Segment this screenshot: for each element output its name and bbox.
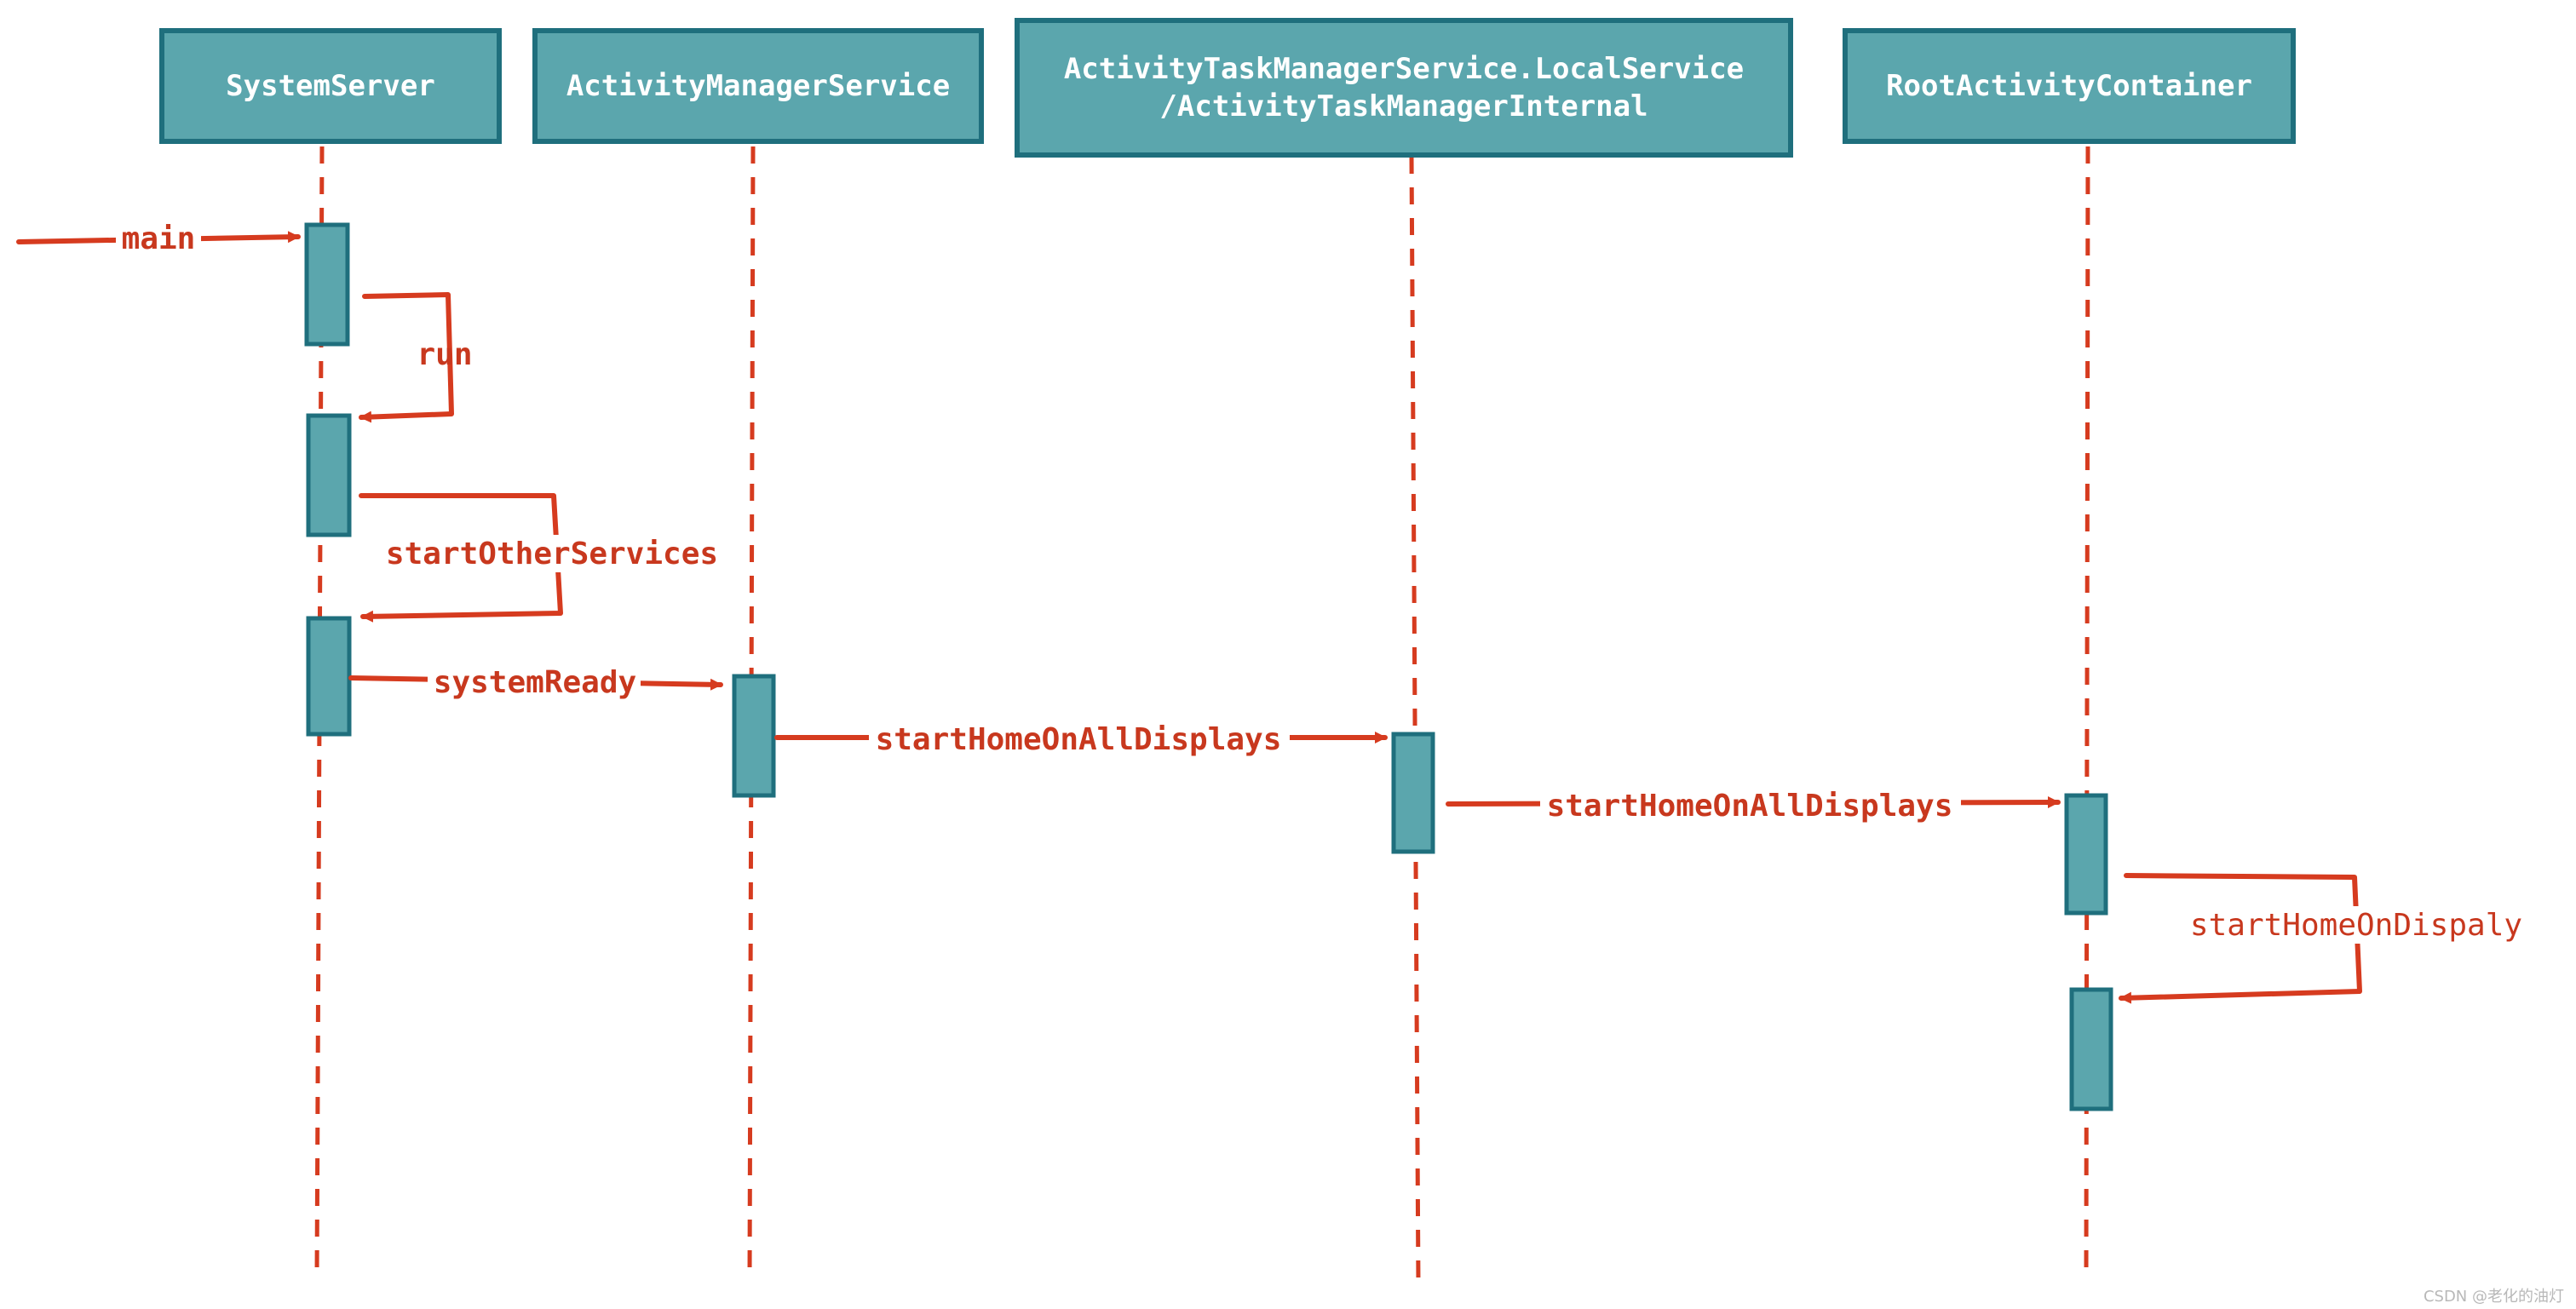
label-start-home-atms: startHomeOnAllDisplays: [1547, 789, 1953, 824]
activation-systemserver-2: [306, 413, 352, 537]
activations: [304, 222, 2113, 1111]
activation-ams: [732, 674, 776, 798]
participant-label: RootActivityContainer: [1886, 69, 2252, 103]
label-system-ready: systemReady: [434, 665, 636, 700]
participant-rac: RootActivityContainer: [1843, 28, 2296, 144]
activation-atms: [1391, 732, 1435, 854]
lifelines: [314, 146, 2090, 1285]
participant-atms: ActivityTaskManagerService.LocalService …: [1015, 18, 1793, 158]
label-main: main: [122, 221, 196, 256]
messages: [16, 231, 2362, 1004]
label-start-home-on-display: startHomeOnDispaly: [2190, 908, 2522, 943]
participant-ams: ActivityManagerService: [532, 28, 984, 144]
lifeline-rac: [2084, 146, 2090, 1278]
watermark: CSDN @老化的油灯: [2424, 1288, 2564, 1306]
activation-systemserver-1: [304, 222, 350, 347]
participant-systemserver: SystemServer: [159, 28, 502, 144]
activation-rac-2: [2069, 987, 2113, 1111]
participant-label: ActivityManagerService: [566, 69, 950, 103]
activation-rac-1: [2064, 793, 2108, 916]
lifeline-atms: [1409, 156, 1421, 1285]
participant-label: ActivityTaskManagerService.LocalService: [1064, 52, 1744, 86]
label-start-other-services: startOtherServices: [386, 537, 718, 571]
label-start-home-ams: startHomeOnAllDisplays: [876, 722, 1282, 757]
message-labels: main run startOtherServices systemReady …: [116, 220, 2533, 944]
participant-label: SystemServer: [226, 69, 435, 103]
activation-systemserver-3: [306, 616, 352, 737]
label-run: run: [417, 337, 472, 372]
arrow-run: [359, 292, 454, 423]
participant-label-line2: /ActivityTaskManagerInternal: [1159, 89, 1647, 123]
